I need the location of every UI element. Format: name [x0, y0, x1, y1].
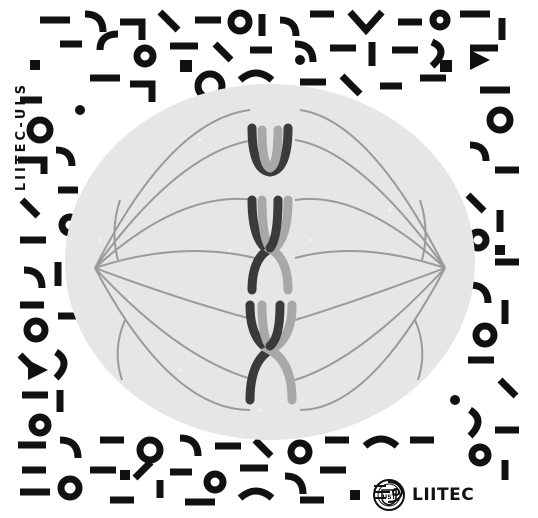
cell [65, 84, 475, 440]
side-label: LIITEC-ULS [14, 82, 29, 191]
brand-footer: LIITEC UST [372, 478, 532, 512]
university-seal-icon: UST [496, 478, 530, 512]
brand-name: LIITEC [412, 485, 474, 505]
seal-text: UST [382, 494, 396, 501]
